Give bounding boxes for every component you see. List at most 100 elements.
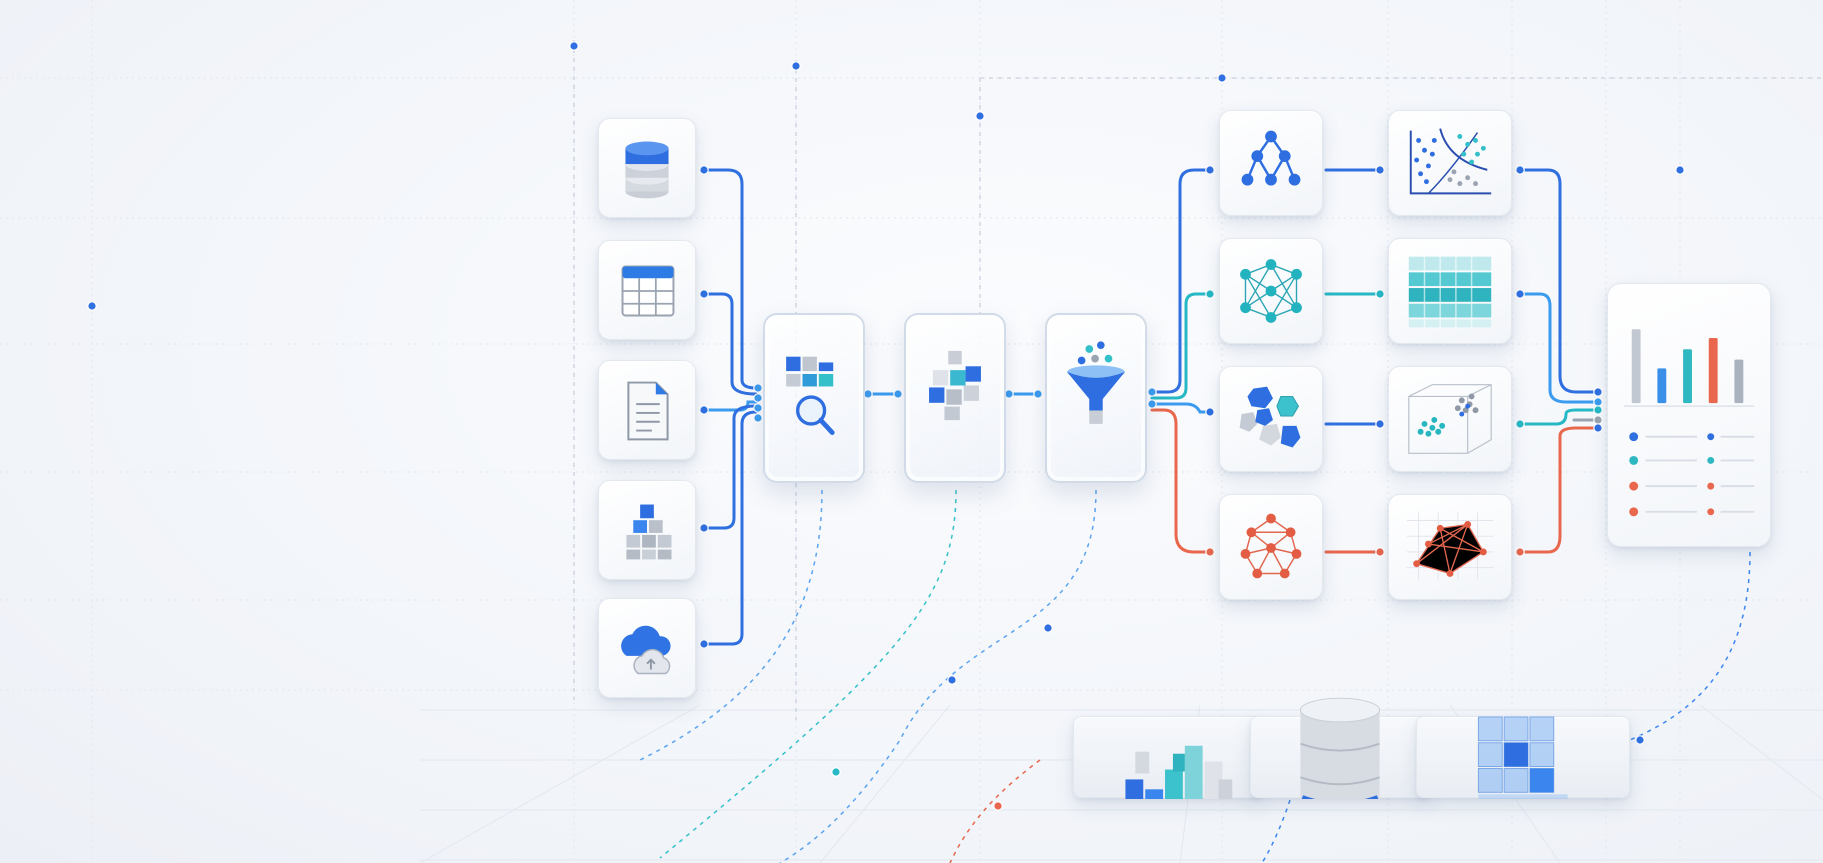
connector-dot (753, 413, 763, 423)
connector-dot (993, 801, 1003, 811)
trail (1261, 799, 1291, 863)
source-card-table[interactable] (598, 240, 696, 340)
connector-dot (87, 301, 97, 311)
connector-dot (1147, 387, 1157, 397)
source-card-cubes[interactable] (598, 480, 696, 580)
connector-dot (1004, 389, 1014, 399)
dashboard-bar (1708, 337, 1718, 404)
connector-dot (1375, 547, 1385, 557)
pipeline-card-transform[interactable] (904, 313, 1006, 483)
legend-dot (1629, 455, 1639, 465)
trail (659, 489, 957, 859)
legend-dot (1707, 508, 1715, 516)
connector-dot (1375, 289, 1385, 299)
connector-line (1518, 168, 1600, 394)
connector-dot (699, 405, 709, 415)
output-card-network-plot[interactable] (1388, 494, 1512, 600)
connector-line (702, 410, 758, 646)
connector-line (1150, 168, 1212, 394)
connector-line (1150, 402, 1212, 414)
dashboard-bar (1683, 349, 1692, 404)
connector-dot (1675, 165, 1685, 175)
connector-dot (699, 639, 709, 649)
trail (779, 489, 1097, 863)
connector-dot (699, 523, 709, 533)
explore-search-icon (786, 356, 835, 435)
connector-dots (87, 41, 1685, 811)
connector-dot (1375, 419, 1385, 429)
connector-dot (1033, 389, 1043, 399)
connector-dot (569, 41, 579, 51)
connector-dot (1635, 735, 1645, 745)
connector-dot (1515, 289, 1525, 299)
connector-dot (1593, 387, 1603, 397)
connector-line (1518, 408, 1600, 426)
model-card-clusters[interactable] (1219, 366, 1323, 472)
connector-dot (1593, 397, 1603, 407)
pipeline-card-explore[interactable] (763, 313, 865, 483)
heatmap-grid-icon (1408, 256, 1492, 328)
connector-line (1518, 426, 1600, 554)
output-card-scatter[interactable] (1388, 110, 1512, 216)
floor-line (819, 704, 951, 863)
connector-dot (699, 289, 709, 299)
connector-dot (791, 61, 801, 71)
connector-dot (831, 767, 841, 777)
legend-dot (1629, 507, 1639, 517)
source-card-document[interactable] (598, 360, 696, 460)
source-card-cloud[interactable] (598, 598, 696, 698)
connector-line (702, 404, 758, 530)
connector-dot (1147, 399, 1157, 409)
connector-line (1150, 292, 1212, 400)
source-card-database[interactable] (598, 118, 696, 218)
filter-funnel-icon (1067, 341, 1125, 424)
legend-dot (1707, 482, 1715, 490)
trail (1629, 551, 1751, 741)
connector-line (1150, 408, 1212, 554)
connector-dot (947, 675, 957, 685)
cube-stack-icon (626, 504, 672, 560)
connector-dot (1205, 165, 1215, 175)
floor-line (419, 704, 701, 863)
floor-line (1699, 704, 1823, 801)
model-card-neural[interactable] (1219, 238, 1323, 344)
pipeline-card-filter[interactable] (1045, 313, 1147, 483)
connector-dot (1217, 73, 1227, 83)
platform-cube-grid[interactable] (1416, 716, 1630, 799)
3d-cluster-icon (1408, 384, 1492, 454)
neural-network-icon (1240, 259, 1302, 323)
model-card-tree[interactable] (1219, 110, 1323, 216)
tree-network-icon (1241, 130, 1301, 186)
connector-dot (753, 393, 763, 403)
cluster-polygons-icon (1239, 386, 1301, 448)
model-card-graph[interactable] (1219, 494, 1323, 600)
connector-dot (1593, 405, 1603, 415)
legend-dot (1707, 456, 1715, 464)
connectors (702, 168, 1600, 646)
platform-bar-chart[interactable] (1073, 716, 1263, 799)
dashboard-report-icon (1623, 329, 1755, 517)
cloud-icon (621, 625, 671, 675)
cube-grid-icon (1477, 716, 1568, 799)
connector-dot (1593, 423, 1603, 433)
connector-dot (753, 383, 763, 393)
bar-chart-3d-icon (1125, 745, 1233, 799)
connector-line (702, 168, 758, 390)
connector-dot (1205, 547, 1215, 557)
connector-dot (1205, 289, 1215, 299)
output-card-3d-cluster[interactable] (1388, 366, 1512, 472)
connector-line (1518, 292, 1600, 404)
dashboard-bar (1734, 359, 1744, 404)
legend-dot (1707, 433, 1715, 441)
connector-dot (1515, 547, 1525, 557)
platform-database[interactable] (1250, 697, 1430, 799)
output-card-heatmap[interactable] (1388, 238, 1512, 344)
transform-cubes-icon (929, 350, 981, 421)
connector-dot (753, 403, 763, 413)
connector-line (702, 292, 758, 396)
connector-dot (893, 389, 903, 399)
legend-dot (1629, 432, 1639, 442)
dashboard-report-card[interactable] (1607, 283, 1771, 547)
